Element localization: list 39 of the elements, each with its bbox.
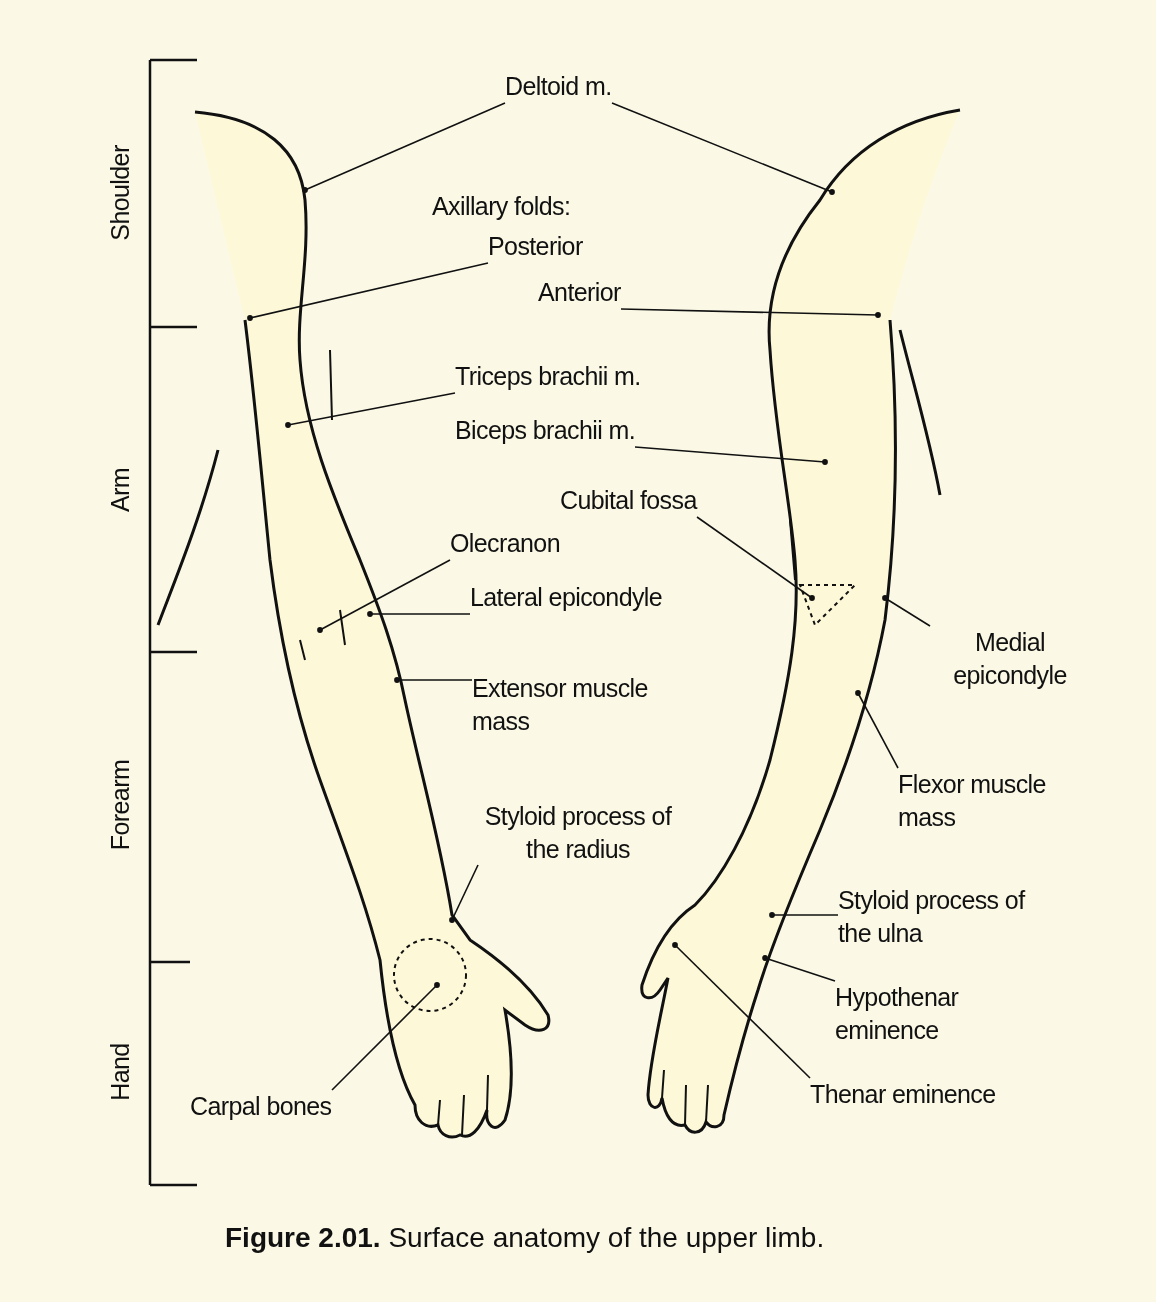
callout-label: Cubital fossa bbox=[560, 484, 697, 517]
leader-line bbox=[696, 516, 815, 601]
leader-line bbox=[394, 677, 473, 683]
leader-line bbox=[247, 262, 489, 321]
callout-label: Triceps brachii m. bbox=[455, 360, 641, 393]
callout-label: Posterior bbox=[488, 230, 583, 263]
callout-label: Olecranon bbox=[450, 527, 560, 560]
leader-line bbox=[769, 912, 839, 918]
heading-label: Axillary folds: bbox=[432, 192, 571, 221]
leader-line bbox=[620, 308, 881, 318]
callout-label: Styloid process of the radius bbox=[478, 800, 678, 865]
region-label: Shoulder bbox=[105, 145, 135, 241]
callout-label: Thenar eminence bbox=[810, 1078, 996, 1111]
callout-label: Biceps brachii m. bbox=[455, 414, 636, 447]
callout-label: Extensor muscle mass bbox=[472, 672, 692, 737]
region-label: Arm bbox=[105, 468, 135, 512]
leader-line bbox=[367, 611, 471, 617]
region-label: Forearm bbox=[105, 759, 135, 851]
leader-line bbox=[762, 955, 836, 982]
leader-line bbox=[285, 392, 456, 428]
leader-line bbox=[855, 690, 899, 769]
leader-line bbox=[882, 595, 931, 627]
callout-label: Hypothenar eminence bbox=[835, 981, 995, 1046]
callout-label: Lateral epicondyle bbox=[470, 581, 663, 614]
leader-line bbox=[331, 982, 440, 1091]
leader-line bbox=[317, 559, 451, 633]
callout-label: Flexor muscle mass bbox=[898, 768, 1088, 833]
callout-label: Medial epicondyle bbox=[930, 626, 1090, 691]
region-label: Hand bbox=[105, 1043, 135, 1101]
leader-line bbox=[634, 446, 828, 465]
leader-line bbox=[302, 102, 506, 193]
callout-label: Anterior bbox=[538, 276, 621, 309]
callout-label: Carpal bones bbox=[190, 1090, 332, 1123]
figure-caption: Figure 2.01. Surface anatomy of the upper limb. bbox=[225, 1222, 825, 1254]
leader-line bbox=[611, 102, 835, 195]
leader-line bbox=[449, 864, 479, 923]
leader-line bbox=[672, 942, 811, 1079]
callout-label: Styloid process of the ulna bbox=[838, 884, 1038, 949]
callout-label: Deltoid m. bbox=[505, 70, 612, 103]
